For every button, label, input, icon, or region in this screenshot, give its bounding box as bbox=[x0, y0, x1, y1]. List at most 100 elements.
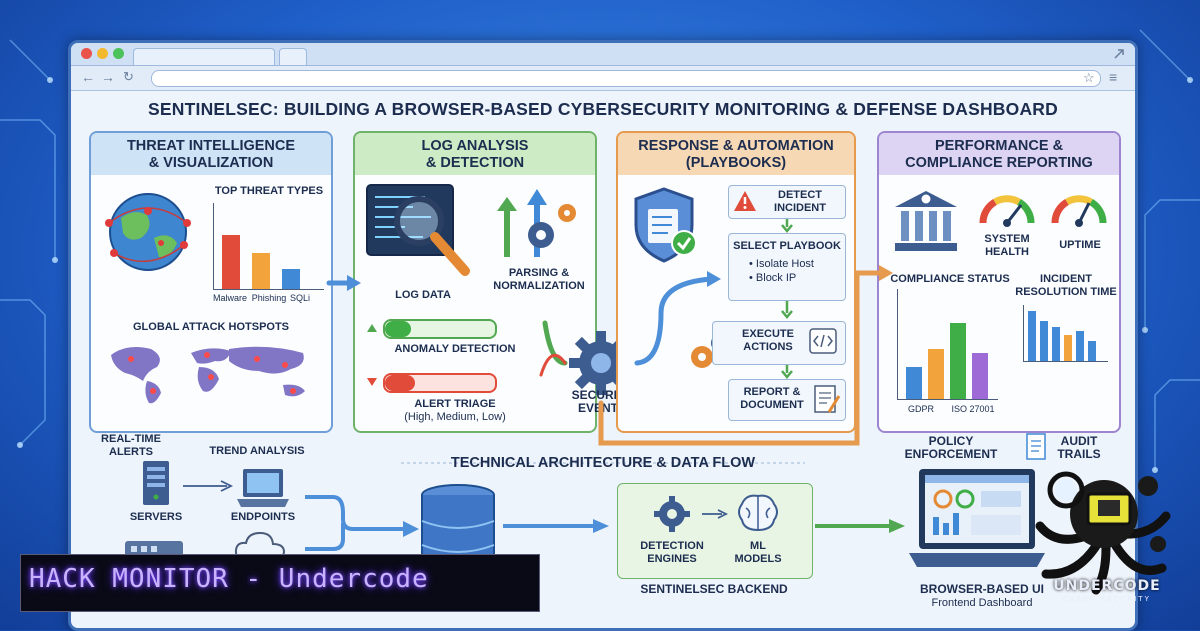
undercode-watermark-sub: CYBER SECURITY bbox=[1063, 595, 1151, 603]
response-panel-title: RESPONSE & AUTOMATION(PLAYBOOKS) bbox=[618, 133, 854, 175]
audit-document-icon bbox=[1026, 433, 1046, 460]
world-map-icon bbox=[111, 346, 305, 404]
browser-window: ← → ↻ ☆ ≡ SENTINELSEC: BUILDING A BROWSE… bbox=[68, 40, 1138, 631]
performance-panel-title: PERFORMANCE &COMPLIANCE REPORTING bbox=[879, 133, 1119, 175]
browser-tab[interactable] bbox=[133, 48, 275, 65]
resolution-bar-chart bbox=[1023, 305, 1108, 362]
browser-titlebar bbox=[71, 43, 1135, 66]
global-hotspots-label: GLOBAL ATTACK HOTSPOTS bbox=[132, 321, 290, 333]
up-triangle-icon bbox=[367, 324, 377, 332]
server-icon bbox=[143, 461, 169, 505]
magnifier-icon bbox=[366, 184, 470, 276]
servers-label: SERVERS bbox=[129, 511, 183, 523]
architecture-title: TECHNICAL ARCHITECTURE & DATA FLOW bbox=[450, 455, 756, 471]
expand-icon[interactable] bbox=[1113, 48, 1125, 60]
browser-toolbar: ← → ↻ ☆ ≡ bbox=[71, 66, 1135, 91]
minimize-dot[interactable] bbox=[97, 48, 108, 59]
gear-arrows-icon bbox=[497, 189, 576, 257]
uptime-label: UPTIME bbox=[1059, 239, 1101, 251]
gauge-icon bbox=[1051, 195, 1107, 227]
document-icon bbox=[814, 385, 841, 413]
iso-label: ISO 27001 bbox=[951, 404, 995, 414]
arrow-down-icon bbox=[781, 365, 793, 379]
anomaly-slider bbox=[383, 319, 497, 339]
threat-bar-chart bbox=[213, 203, 324, 290]
triage-slider bbox=[383, 373, 497, 393]
malware-bar bbox=[222, 235, 240, 289]
cloud-icon bbox=[234, 531, 286, 560]
flow-arrows bbox=[326, 265, 893, 464]
laptop-dashboard-icon bbox=[909, 469, 1045, 567]
warning-icon bbox=[734, 191, 756, 211]
laptop-icon bbox=[237, 469, 289, 507]
down-triangle-icon bbox=[367, 378, 377, 386]
arrow-right-icon bbox=[702, 509, 729, 519]
arrow-down-icon bbox=[781, 301, 793, 319]
select-playbook-box: SELECT PLAYBOOK • Isolate Host • Block I… bbox=[728, 233, 846, 301]
arrow-down-icon bbox=[781, 219, 793, 233]
page-title: SENTINELSEC: BUILDING A BROWSER-BASED CY… bbox=[148, 99, 1058, 119]
frontend-sub-label: Frontend Dashboard bbox=[931, 597, 1033, 609]
malware-label: Malware bbox=[212, 293, 247, 303]
compliance-status-label: COMPLIANCE STATUS bbox=[890, 273, 1010, 285]
parsing-label: PARSING &NORMALIZATION bbox=[493, 267, 585, 292]
log-panel-title: LOG ANALYSIS& DETECTION bbox=[355, 133, 595, 175]
performance-compliance-panel: PERFORMANCE &COMPLIANCE REPORTING SYSTEM… bbox=[877, 131, 1121, 461]
top-threat-types-label: TOP THREAT TYPES bbox=[214, 185, 324, 197]
arrow-right-icon bbox=[815, 519, 905, 533]
back-icon[interactable]: ← bbox=[81, 69, 95, 85]
bank-icon bbox=[895, 191, 957, 251]
reload-icon[interactable]: ↻ bbox=[123, 69, 134, 84]
arrow-right-icon bbox=[183, 480, 234, 492]
report-document-box: REPORT &DOCUMENT bbox=[728, 379, 846, 421]
gauge-icon bbox=[979, 195, 1035, 227]
code-icon bbox=[809, 328, 837, 354]
trend-analysis-label: TREND ANALYSIS bbox=[209, 445, 305, 457]
mascot-icon bbox=[1035, 471, 1171, 595]
menu-icon[interactable]: ≡ bbox=[1109, 69, 1118, 85]
gear-icon bbox=[654, 496, 690, 532]
phishing-bar bbox=[252, 253, 270, 289]
bookmark-star-icon[interactable]: ☆ bbox=[1083, 70, 1095, 85]
sqli-label: SQLi bbox=[289, 293, 310, 303]
alert-triage-label: ALERT TRIAGE bbox=[414, 398, 496, 410]
arrow-right-icon bbox=[503, 519, 609, 533]
sqli-bar bbox=[282, 269, 300, 289]
new-tab-button[interactable] bbox=[279, 48, 307, 65]
maximize-dot[interactable] bbox=[113, 48, 124, 59]
network-device-icon bbox=[125, 541, 183, 557]
threat-panel-title: THREAT INTELLIGENCE& VISUALIZATION bbox=[91, 133, 331, 175]
compliance-bar-chart bbox=[897, 289, 998, 400]
gdpr-label: GDPR bbox=[907, 404, 934, 414]
log-data-label: LOG DATA bbox=[395, 289, 451, 301]
globe-icon bbox=[105, 193, 191, 271]
undercode-watermark: UNDERCODE bbox=[1053, 578, 1161, 594]
endpoints-label: ENDPOINTS bbox=[230, 511, 296, 523]
triage-levels-label: (High, Medium, Low) bbox=[404, 411, 506, 423]
anomaly-detection-label: ANOMALY DETECTION bbox=[394, 343, 516, 355]
brain-icon bbox=[738, 494, 778, 532]
flow-brace-arrow bbox=[305, 495, 419, 551]
hack-monitor-banner: HACK MONITOR - Undercode bbox=[20, 554, 540, 612]
address-bar[interactable] bbox=[151, 70, 1101, 87]
threat-intel-panel: THREAT INTELLIGENCE& VISUALIZATION TOP T… bbox=[89, 131, 333, 458]
shield-icon bbox=[634, 187, 697, 263]
close-dot[interactable] bbox=[81, 48, 92, 59]
log-analysis-panel: LOG ANALYSIS& DETECTION LOG DATA PARSING… bbox=[353, 131, 597, 433]
phishing-label: Phishing bbox=[251, 293, 287, 303]
forward-icon[interactable]: → bbox=[101, 69, 115, 85]
backend-label: SENTINELSEC BACKEND bbox=[640, 582, 788, 596]
banner-text: HACK MONITOR - Undercode bbox=[29, 564, 429, 594]
